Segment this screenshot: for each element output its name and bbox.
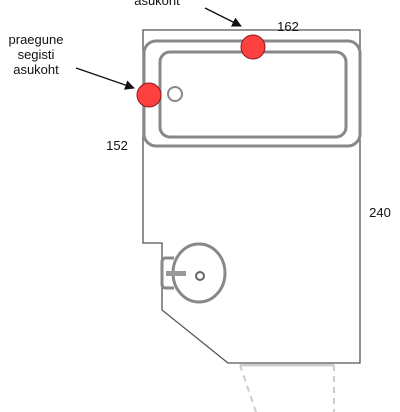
left-callout-arrow: [75, 67, 135, 90]
tub-height-dimension: 152: [106, 138, 128, 153]
sink-tap-bracket: [160, 256, 174, 290]
left-callout-label-line1: praegune: [9, 32, 64, 47]
side-height-dimension: 240: [369, 205, 391, 220]
sink-faucet: [166, 271, 186, 276]
sink-drain-icon: [195, 271, 205, 281]
room-outline: [142, 29, 361, 364]
left-callout-label-line2: segisti: [18, 47, 55, 62]
top-callout-label: asukoht: [134, 0, 180, 8]
door-swing-left: [239, 364, 257, 412]
top-width-dimension: 162: [277, 19, 299, 34]
tub-drain-icon: [167, 86, 183, 102]
left-callout-label-line3: asukoht: [13, 62, 59, 77]
top-callout-arrow: [204, 7, 242, 27]
current-mixer-location-marker: [136, 82, 162, 108]
bathtub-inner: [158, 50, 348, 139]
new-mixer-location-marker: [240, 34, 266, 60]
